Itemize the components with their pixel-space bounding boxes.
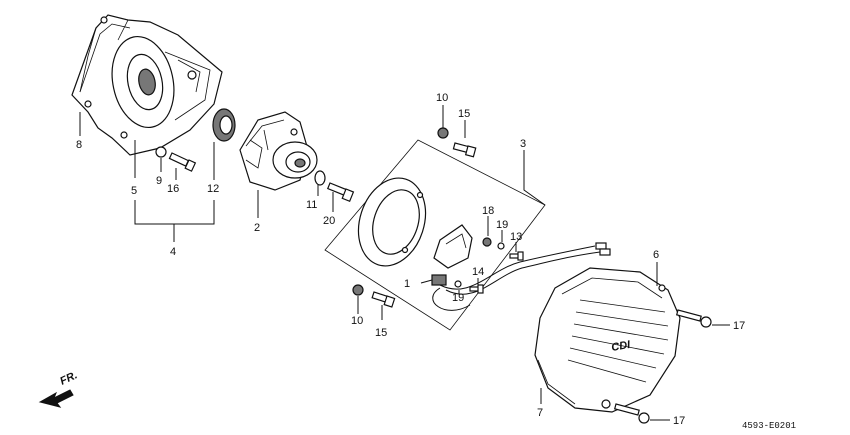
label-19-lower-visible: 19	[452, 292, 464, 304]
label-9: 9	[156, 175, 162, 187]
label-4: 4	[170, 246, 176, 258]
label-10-upper: 10	[436, 92, 448, 104]
bolt-16	[168, 152, 197, 172]
washer-9	[155, 146, 167, 158]
washer-10-lower	[352, 284, 364, 296]
label-16: 16	[167, 183, 179, 195]
bolt-15-lower	[371, 291, 396, 308]
washer-18	[482, 237, 492, 247]
pulse-coil	[433, 224, 473, 269]
left-case-housing	[71, 14, 223, 156]
part-number-labels: 8 5 9 16 12 4 2 11 20 10 15 3 18 19 13 1…	[76, 92, 745, 427]
label-6: 6	[653, 249, 659, 261]
wire-connector	[595, 242, 607, 250]
leader-lines	[79, 105, 730, 421]
label-1: 1	[404, 278, 410, 290]
cdi-cover	[534, 267, 681, 413]
label-14: 14	[472, 266, 484, 278]
screw-14	[469, 284, 484, 294]
grommet-1	[431, 274, 447, 286]
label-18: 18	[482, 205, 494, 217]
label-8: 8	[76, 139, 82, 151]
bolt-17-lower	[613, 403, 650, 424]
label-19-upper: 19	[496, 219, 508, 231]
label-15-upper: 15	[458, 108, 470, 120]
label-15-lower: 15	[375, 327, 387, 339]
drawing-code: 4593-E0201	[742, 421, 796, 431]
screw-13	[509, 251, 524, 261]
front-direction-arrow	[38, 389, 74, 408]
label-7: 7	[537, 407, 543, 419]
washer-19-lower	[454, 280, 462, 288]
bolt-15-upper	[452, 142, 477, 158]
bolt-17-upper	[675, 309, 712, 328]
label-11: 11	[306, 199, 317, 211]
label-20: 20	[323, 215, 335, 227]
label-3: 3	[520, 138, 526, 150]
washer-19-upper	[497, 242, 505, 250]
wire-harness	[439, 245, 596, 290]
label-5: 5	[131, 185, 137, 197]
stator-plate	[357, 177, 427, 267]
label-17-lower: 17	[673, 415, 685, 427]
front-direction-label: FR.	[58, 369, 79, 387]
cdi-marking: CDI	[610, 339, 632, 354]
oil-seal-12	[212, 108, 236, 142]
bolt-20	[326, 182, 355, 203]
washer-11	[314, 170, 326, 186]
washer-10-upper	[437, 127, 449, 139]
label-17-upper: 17	[733, 320, 745, 332]
label-12: 12	[207, 183, 219, 195]
label-10-lower: 10	[351, 315, 363, 327]
label-2: 2	[254, 222, 260, 234]
label-13: 13	[510, 231, 522, 243]
stator-base-assembly	[239, 111, 318, 191]
